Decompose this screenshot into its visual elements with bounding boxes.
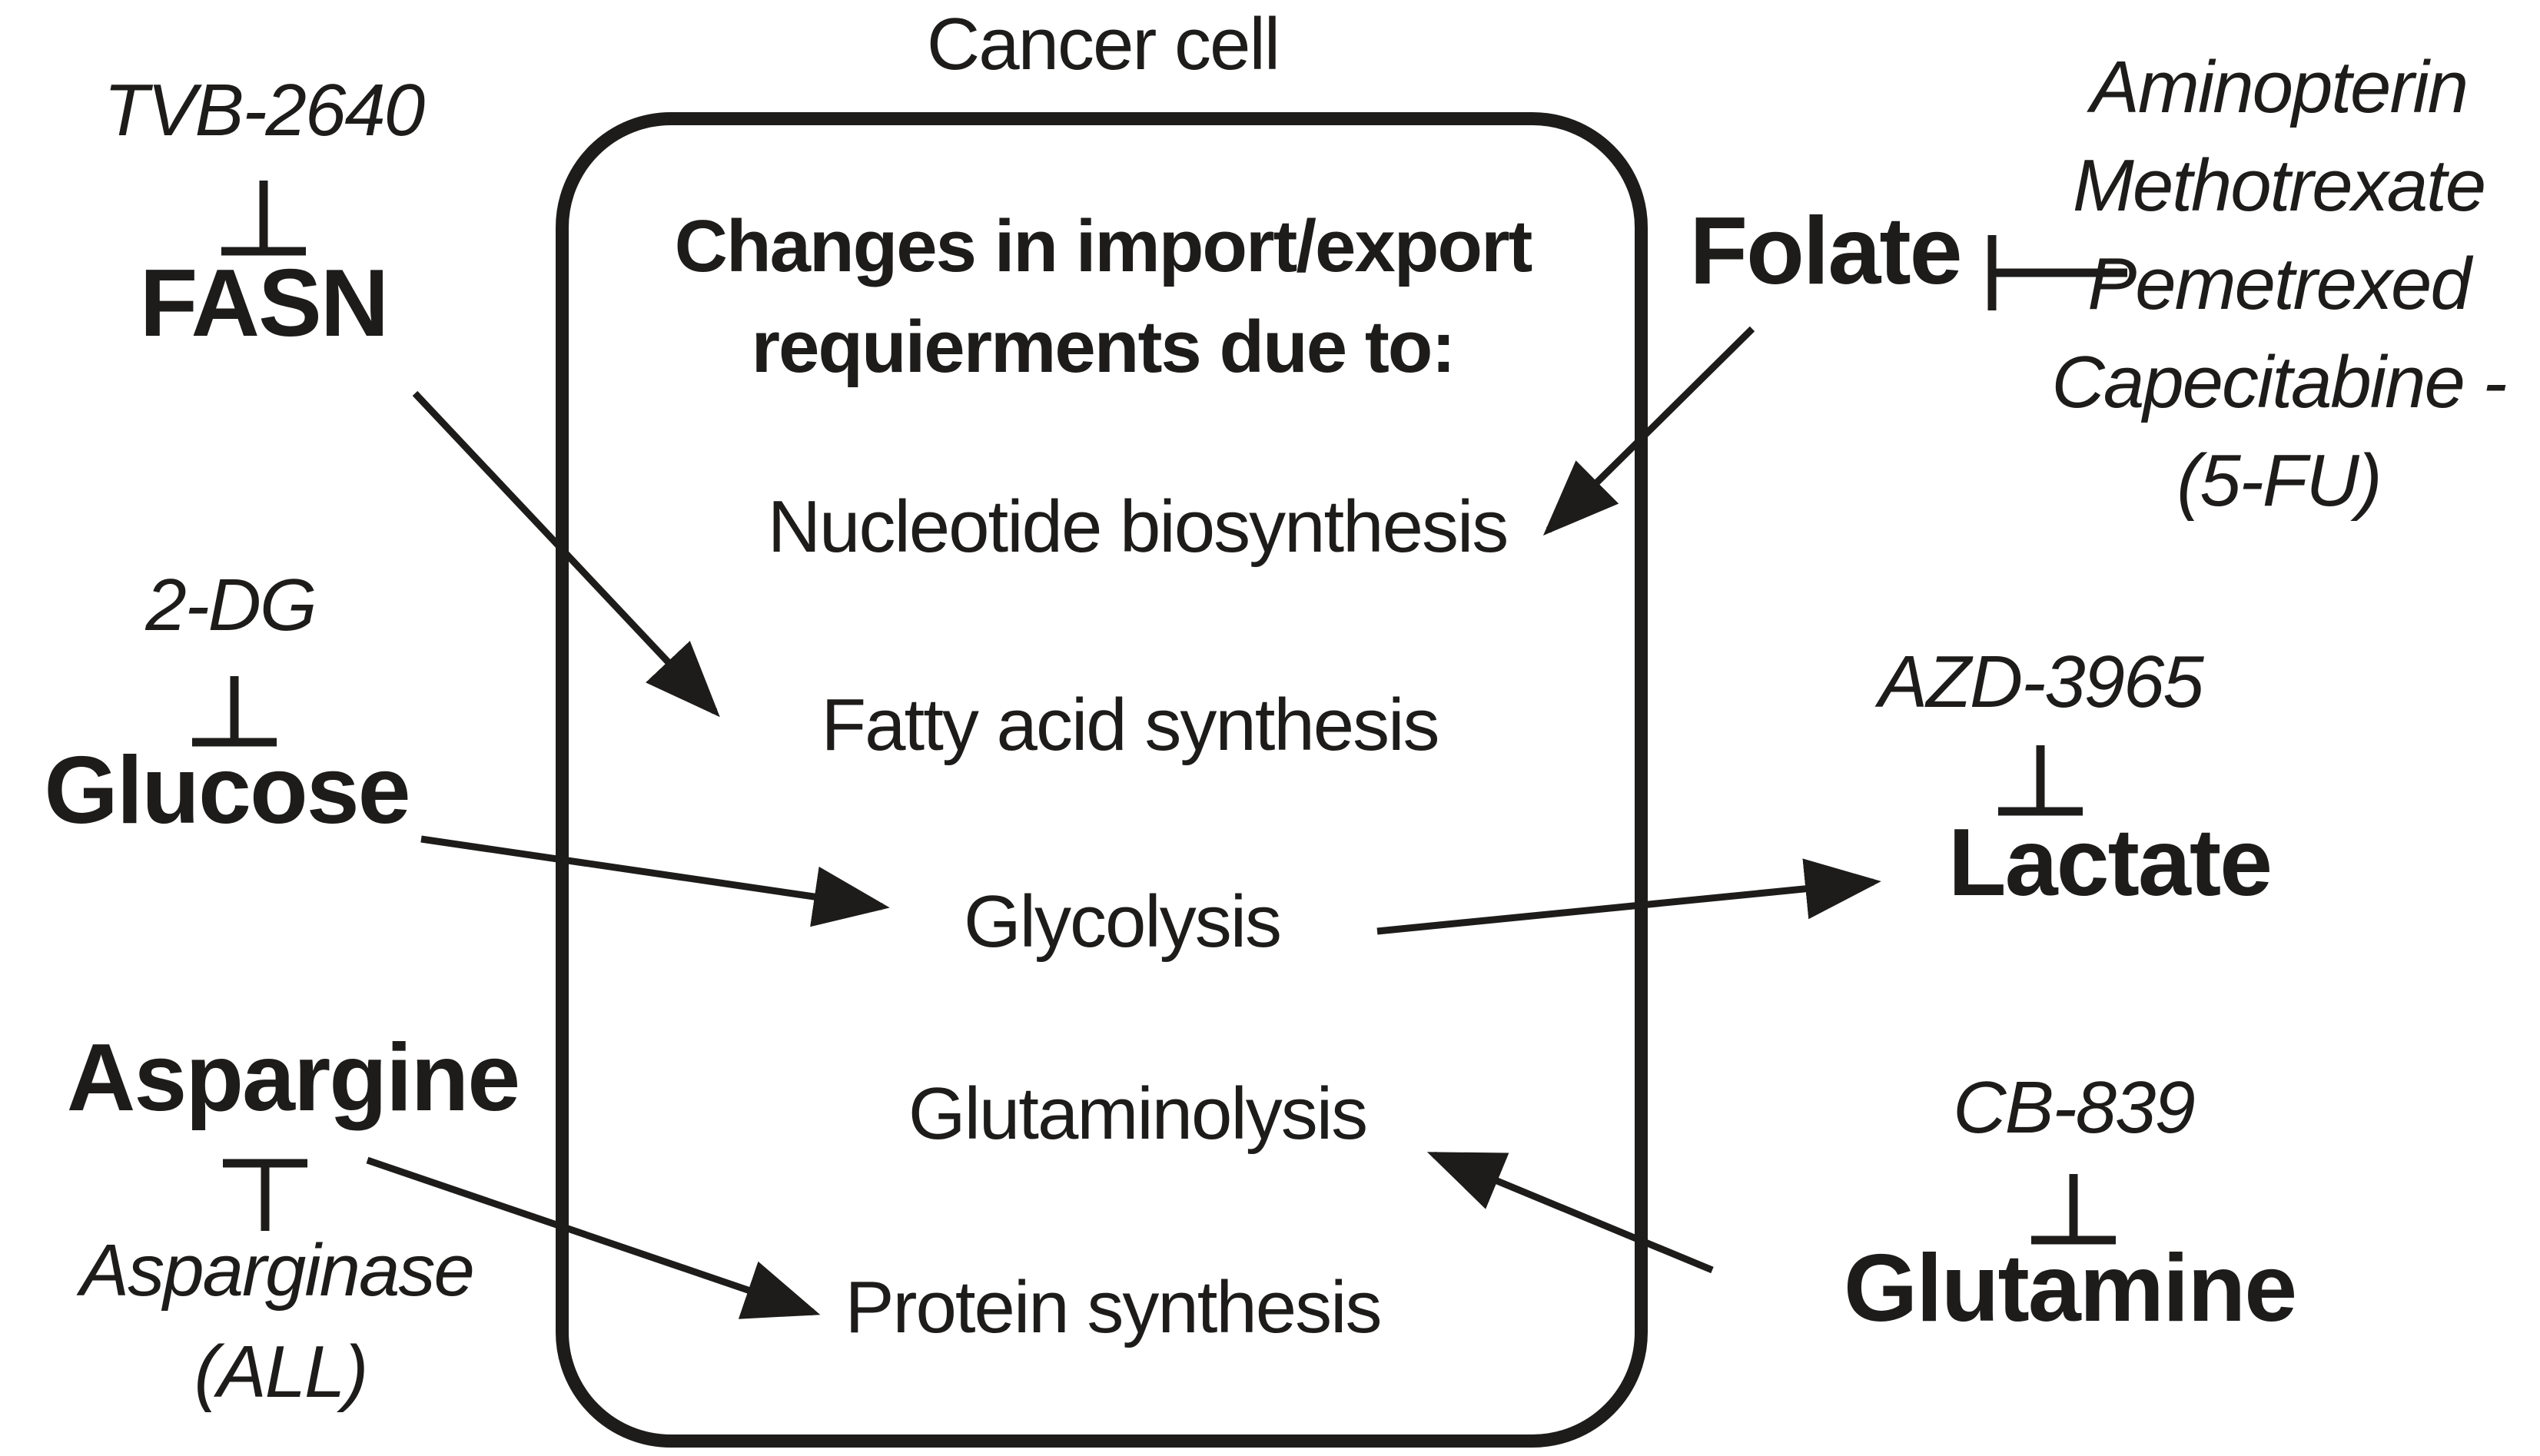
- inhibitor-cb-839: CB-839: [1953, 1066, 2195, 1149]
- metabolite-glutamine: Glutamine: [1843, 1235, 2297, 1342]
- arrow-glycolysis-to-lactate: [1376, 858, 1881, 935]
- metabolite-aspargine: Aspargine: [66, 1025, 520, 1131]
- inhibition-tbar-tvb2640-fasn: [221, 181, 306, 256]
- inhibitor-tvb-2640: TVB-2640: [103, 69, 425, 151]
- inhibitor-2-dg: 2-DG: [145, 564, 317, 646]
- inhibition-tbar-asparginase-aspargine: [223, 1159, 307, 1231]
- arrow-glucose-to-glycolysis: [420, 835, 890, 927]
- drug-5-fu: (5-FU): [2176, 439, 2382, 522]
- pathway-nucleotide-biosynthesis: Nucleotide biosynthesis: [767, 486, 1509, 568]
- arrow-folate-to-nucleotide-biosynthesis: [1542, 326, 1755, 536]
- pathway-glutaminolysis: Glutaminolysis: [908, 1073, 1368, 1155]
- arrow-fasn-to-fatty-acid-synthesis: [412, 390, 720, 718]
- cell-header-line2: requierments due to:: [751, 305, 1456, 388]
- metabolite-folate: Folate: [1689, 198, 1962, 304]
- metabolite-lactate: Lactate: [1947, 810, 2273, 916]
- inhibition-tbar-azd3965-lactate: [1998, 745, 2083, 816]
- drug-aminopterin: Aminopterin: [2090, 46, 2469, 128]
- drug-methotrexate: Methotrexate: [2072, 144, 2486, 227]
- inhibition-tbar-2dg-glucose: [192, 676, 277, 747]
- folate-inhibitor-drug-list: Aminopterin Methotrexate Pemetrexed Cape…: [2051, 38, 2507, 530]
- metabolite-glucose: Glucose: [44, 738, 410, 844]
- pathway-fatty-acid-synthesis: Fatty acid synthesis: [821, 684, 1440, 766]
- inhibitor-asparginase: Asparginase: [80, 1229, 475, 1312]
- inhibitor-azd-3965: AZD-3965: [1878, 641, 2204, 723]
- inhibitor-asparginase-all: (ALL): [194, 1331, 369, 1413]
- inhibition-tbar-drugs-folate: [1987, 235, 2127, 310]
- drug-pemetrexed: Pemetrexed: [2087, 243, 2472, 325]
- drug-capecitabine: Capecitabine -: [2051, 341, 2507, 423]
- pathway-protein-synthesis: Protein synthesis: [845, 1266, 1382, 1348]
- arrow-glutamine-to-glutaminolysis: [1426, 1151, 1714, 1274]
- inhibition-tbar-cb839-glutamine: [2031, 1174, 2116, 1245]
- cell-header-line1: Changes in import/export: [674, 205, 1533, 287]
- pathway-glycolysis: Glycolysis: [963, 881, 1282, 963]
- metabolite-fasn: FASN: [139, 250, 390, 357]
- cell-header: Changes in import/export requierments du…: [674, 197, 1533, 397]
- arrow-aspargine-to-protein-synthesis: [366, 1156, 821, 1319]
- cancer-cell-title: Cancer cell: [926, 3, 1280, 85]
